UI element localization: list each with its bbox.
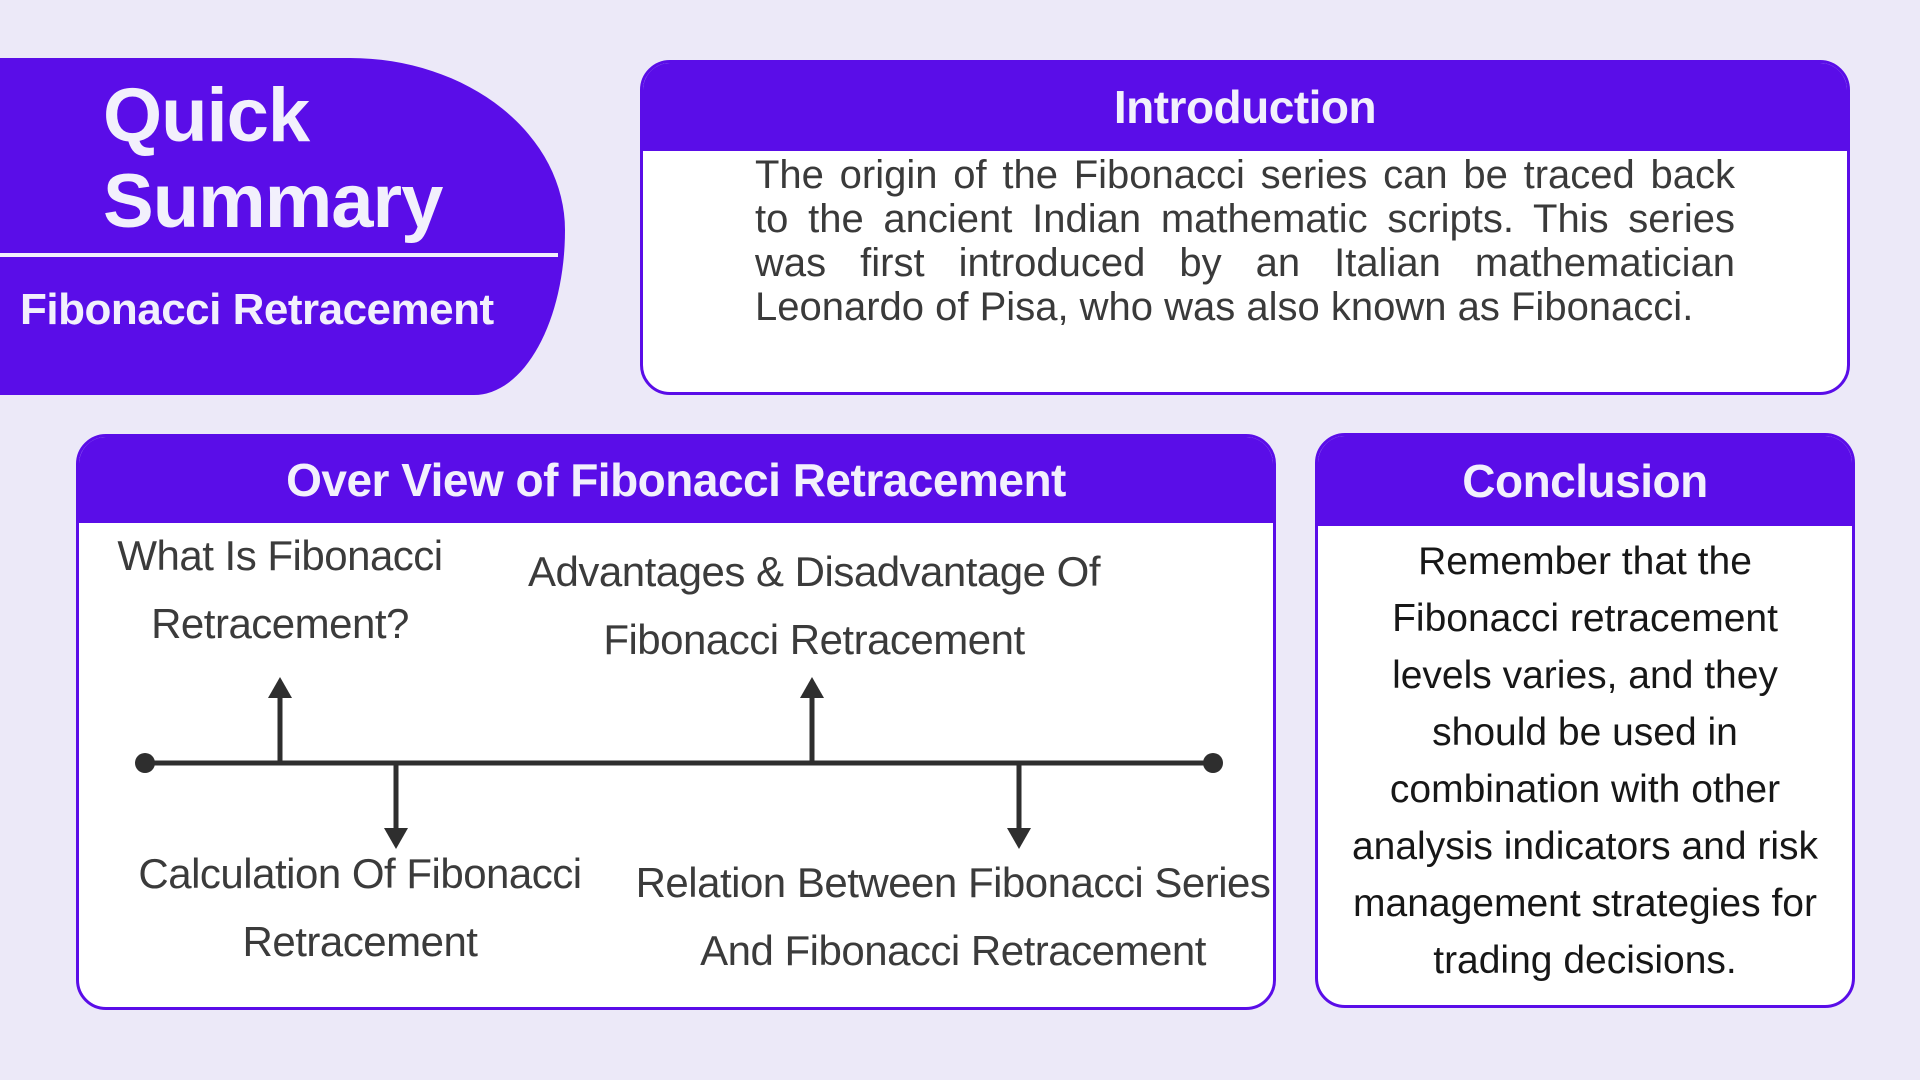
page-subtitle: Fibonacci Retracement	[20, 285, 494, 334]
overview-topic-advantages-disadvantage: Advantages & Disadvantage Of Fibonacci R…	[527, 548, 1101, 663]
introduction-body-text: The origin of the Fibonacci series can b…	[755, 153, 1735, 329]
introduction-card: Introduction The origin of the Fibonacci…	[640, 60, 1850, 395]
conclusion-body-text: Remember that the Fibonacci retracement …	[1351, 540, 1819, 982]
conclusion-title: Conclusion	[1462, 455, 1708, 507]
timeline-end-dot	[1203, 753, 1223, 773]
up-arrow-2-icon	[800, 677, 824, 698]
overview-title: Over View of Fibonacci Retracement	[286, 454, 1066, 506]
quick-summary-badge: Quick Summary Fibonacci Retracement	[0, 58, 565, 395]
up-arrow-1-icon	[268, 677, 292, 698]
down-arrow-2-icon	[1007, 828, 1031, 849]
overview-topic-what-is-fibonacci: What Is Fibonacci Retracement?	[117, 532, 443, 647]
overview-topic-relation: Relation Between Fibonacci Series And Fi…	[635, 859, 1271, 974]
overview-topic-calculation: Calculation Of Fibonacci Retracement	[138, 850, 582, 965]
down-arrow-1-icon	[384, 828, 408, 849]
summary-divider	[0, 253, 558, 257]
overview-card: Over View of Fibonacci Retracement What …	[76, 434, 1276, 1010]
conclusion-header: Conclusion	[1318, 436, 1852, 526]
overview-header: Over View of Fibonacci Retracement	[79, 437, 1273, 523]
page-title: Quick Summary	[103, 73, 443, 244]
conclusion-card: Conclusion Remember that the Fibonacci r…	[1315, 433, 1855, 1008]
timeline-diagram	[135, 677, 1223, 849]
introduction-title: Introduction	[1113, 81, 1377, 133]
timeline-start-dot	[135, 753, 155, 773]
introduction-header: Introduction	[643, 63, 1847, 151]
